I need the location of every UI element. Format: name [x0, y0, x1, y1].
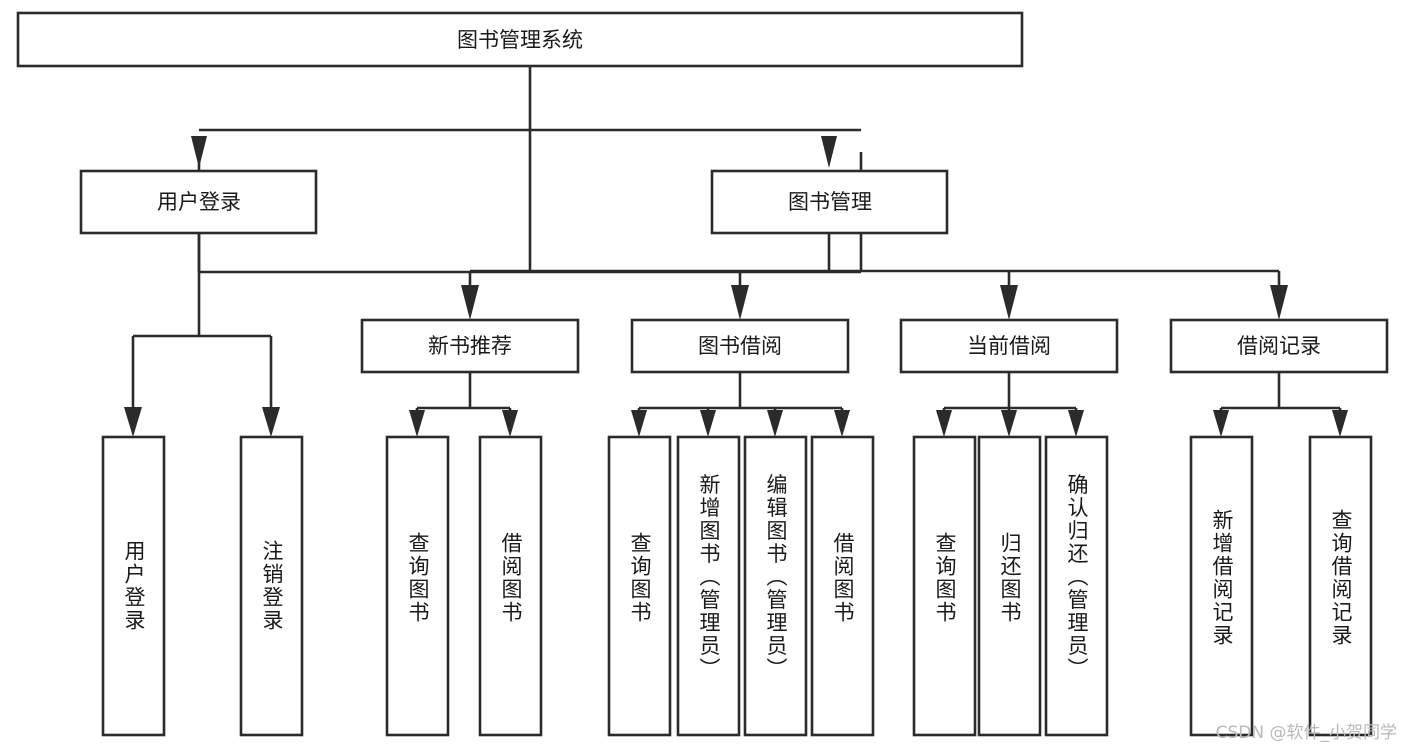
node-borrow-record[interactable]: 借阅记录: [1169, 318, 1389, 374]
node-leaf-confirm-return-label: 确认归还（管理员）: [1065, 474, 1089, 681]
node-root[interactable]: 图书管理系统: [16, 11, 1024, 68]
node-leaf-return-book-label: 归还图书: [998, 532, 1022, 624]
arrow-to-leaf-add-record: [1213, 410, 1229, 437]
node-leaf-add-book[interactable]: 新增图书（管理员）: [676, 435, 741, 737]
node-leaf-query-book-2-label: 查询图书: [628, 532, 652, 624]
arrow-to-leaf-user-logout: [262, 407, 280, 437]
node-user-login-label: 用户登录: [157, 190, 241, 214]
node-book-borrow-label: 图书借阅: [698, 334, 782, 358]
node-leaf-user-login-box[interactable]: [101, 435, 166, 737]
arrow-root-to-user-login: [191, 136, 207, 168]
node-root-label: 图书管理系统: [457, 28, 583, 52]
node-leaf-confirm-return-box[interactable]: [1044, 435, 1109, 737]
arrow-to-borrow-record: [1270, 285, 1288, 320]
node-leaf-query-book-2[interactable]: 查询图书: [607, 435, 672, 737]
arrow-root-to-book-manage: [821, 136, 837, 168]
node-leaf-user-logout-label: 注销登录: [260, 540, 284, 632]
node-leaf-query-book-1-label: 查询图书: [406, 532, 430, 624]
arrow-to-leaf-query-book-1: [409, 410, 425, 437]
node-leaf-user-logout[interactable]: 注销登录: [239, 435, 304, 737]
arrow-to-leaf-confirm-return: [1068, 410, 1084, 437]
node-leaf-return-book[interactable]: 归还图书: [977, 435, 1042, 737]
node-leaf-user-logout-box[interactable]: [239, 435, 304, 737]
node-leaf-query-record-label: 查询借阅记录: [1329, 509, 1353, 647]
node-leaf-query-book-3-box[interactable]: [912, 435, 977, 737]
node-current-borrow-box[interactable]: [899, 318, 1119, 374]
node-leaf-query-book-3[interactable]: 查询图书: [912, 435, 977, 737]
node-leaf-borrow-book-2-box[interactable]: [810, 435, 875, 737]
arrow-to-leaf-borrow-book-2: [834, 410, 850, 437]
node-root-box[interactable]: [16, 11, 1024, 68]
arrow-to-new-book-recommend: [461, 285, 479, 320]
node-borrow-record-box[interactable]: [1169, 318, 1389, 374]
node-leaf-query-book-2-box[interactable]: [607, 435, 672, 737]
node-leaf-query-book-3-label: 查询图书: [933, 532, 957, 624]
node-leaf-borrow-book-1-label: 借阅图书: [499, 532, 523, 624]
node-leaf-add-book-label: 新增图书（管理员）: [697, 474, 721, 681]
node-leaf-confirm-return[interactable]: 确认归还（管理员）: [1044, 435, 1109, 737]
node-leaf-user-login[interactable]: 用户登录: [101, 435, 166, 737]
node-leaf-add-book-box[interactable]: [676, 435, 741, 737]
node-new-book-recommend-label: 新书推荐: [428, 334, 512, 358]
node-user-login-box[interactable]: [79, 169, 318, 235]
arrow-to-leaf-edit-book: [767, 410, 783, 437]
arrow-to-leaf-return-book: [1001, 410, 1017, 437]
node-book-manage-label: 图书管理: [788, 190, 872, 214]
node-leaf-edit-book-label: 编辑图书（管理员）: [764, 474, 788, 681]
node-leaf-return-book-box[interactable]: [977, 435, 1042, 737]
node-leaf-add-record[interactable]: 新增借阅记录: [1189, 435, 1254, 737]
node-leaf-query-record[interactable]: 查询借阅记录: [1308, 435, 1373, 737]
node-leaf-borrow-book-2[interactable]: 借阅图书: [810, 435, 875, 737]
node-borrow-record-label: 借阅记录: [1237, 334, 1321, 358]
connector-layer: [124, 66, 1348, 437]
node-current-borrow[interactable]: 当前借阅: [899, 318, 1119, 374]
node-book-borrow-box[interactable]: [630, 318, 850, 374]
node-leaf-edit-book-box[interactable]: [743, 435, 808, 737]
node-leaf-user-login-label: 用户登录: [122, 540, 146, 632]
arrow-to-leaf-borrow-book-1: [502, 410, 518, 437]
arrow-to-current-borrow: [1000, 285, 1018, 320]
node-new-book-recommend[interactable]: 新书推荐: [360, 318, 580, 374]
node-leaf-borrow-book-1[interactable]: 借阅图书: [478, 435, 543, 737]
node-leaf-borrow-book-1-box[interactable]: [478, 435, 543, 737]
node-user-login[interactable]: 用户登录: [79, 169, 318, 235]
node-book-borrow[interactable]: 图书借阅: [630, 318, 850, 374]
node-leaf-query-book-1[interactable]: 查询图书: [385, 435, 450, 737]
node-book-manage-box[interactable]: [710, 169, 949, 235]
node-leaf-add-record-box[interactable]: [1189, 435, 1254, 737]
node-leaf-edit-book[interactable]: 编辑图书（管理员）: [743, 435, 808, 737]
arrow-to-leaf-query-book-2: [631, 410, 647, 437]
node-leaf-query-book-1-box[interactable]: [385, 435, 450, 737]
node-leaf-query-record-box[interactable]: [1308, 435, 1373, 737]
arrow-to-book-borrow: [731, 285, 749, 320]
node-book-manage[interactable]: 图书管理: [710, 169, 949, 235]
node-current-borrow-label: 当前借阅: [967, 334, 1051, 358]
node-leaf-borrow-book-2-label: 借阅图书: [831, 532, 855, 624]
arrow-to-leaf-add-book: [700, 410, 716, 437]
csdn-watermark: CSDN @软件_小贺同学: [1215, 723, 1397, 743]
arrow-to-leaf-query-record: [1332, 410, 1348, 437]
arrow-to-leaf-query-book-3: [936, 410, 952, 437]
node-new-book-recommend-box[interactable]: [360, 318, 580, 374]
node-leaf-add-record-label: 新增借阅记录: [1210, 509, 1234, 647]
arrow-to-leaf-user-login: [124, 407, 142, 437]
